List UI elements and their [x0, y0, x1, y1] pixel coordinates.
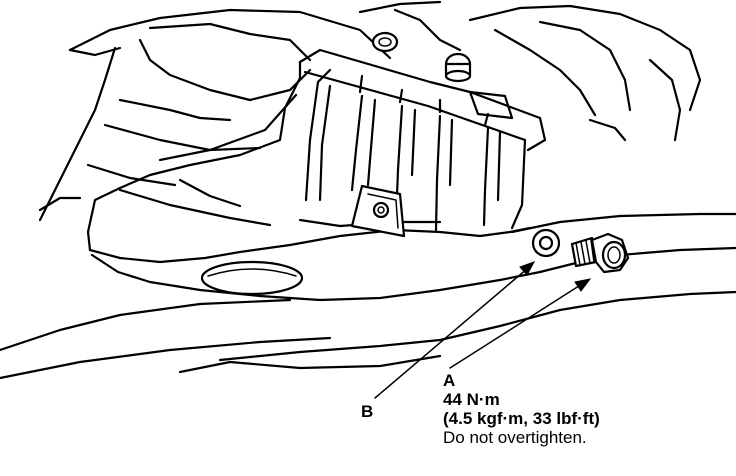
oil-pan-body — [86, 76, 542, 302]
drain-bolt — [570, 232, 630, 274]
subframe — [0, 196, 736, 380]
callout-a-note: Do not overtighten. — [443, 428, 587, 447]
oil-pan-flange — [298, 48, 547, 152]
callout-a-torque-alt: (4.5 kgf·m, 33 lbf·ft) — [443, 409, 600, 428]
callout-a-torque-nm: 44 N·m — [443, 390, 500, 409]
sealing-washer — [531, 228, 561, 258]
leader-arrow-a — [449, 278, 592, 369]
callout-b-letter: B — [361, 402, 374, 421]
leader-arrow-b — [374, 261, 536, 399]
engine-block — [38, 0, 702, 222]
callout-a-letter: A — [443, 371, 456, 390]
callout-a: A 44 N·m (4.5 kgf·m, 33 lbf·ft) Do not o… — [443, 371, 600, 447]
